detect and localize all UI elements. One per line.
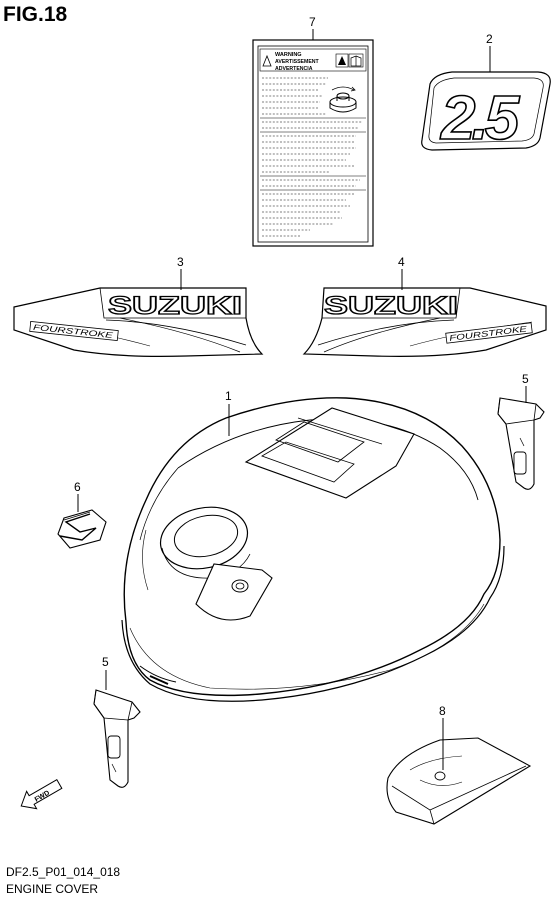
- callout-5-bottom: 5: [102, 655, 109, 669]
- decal-brand-left: SUZUKI: [108, 292, 242, 320]
- emblem-s[interactable]: [57, 509, 107, 549]
- decal-model-number: 2.5: [440, 84, 521, 153]
- decal-suzuki-left[interactable]: SUZUKI FOURSTROKE: [13, 287, 264, 357]
- decal-2-5[interactable]: 2.5: [421, 71, 551, 154]
- hazard-pictogram-icon: [335, 53, 349, 68]
- figure-name: ENGINE COVER: [6, 882, 99, 896]
- warning-triangle-icon: [262, 54, 272, 67]
- callout-1: 1: [225, 389, 232, 403]
- callout-3: 3: [177, 255, 184, 269]
- decal-suzuki-right[interactable]: SUZUKI FOURSTROKE: [302, 287, 547, 357]
- callout-4: 4: [398, 255, 405, 269]
- callout-7: 7: [309, 15, 316, 29]
- manual-pictogram-icon: [348, 53, 364, 68]
- decal-brand-right: SUZUKI: [324, 292, 458, 320]
- engine-cover[interactable]: [121, 397, 505, 702]
- callout-6: 6: [74, 480, 81, 494]
- warning-label[interactable]: WARNING AVERTISSEMENT ADVERTENCIA: [252, 39, 374, 247]
- figure-code: DF2.5_P01_014_018: [6, 865, 121, 879]
- warning-text-lines: [262, 77, 362, 237]
- warning-heading-fr: AVERTISSEMENT: [275, 59, 320, 65]
- figure-title: FIG.18: [3, 3, 68, 26]
- fwd-arrow-icon: FWD: [20, 778, 63, 810]
- pad-right[interactable]: [386, 737, 532, 825]
- clip-bottom-left[interactable]: [93, 689, 141, 788]
- callout-8: 8: [439, 704, 446, 718]
- warning-section-dividers: [260, 117, 366, 191]
- warning-heading-es: ADVERTENCIA: [275, 66, 313, 72]
- callout-2: 2: [486, 32, 493, 46]
- warning-heading: WARNING: [275, 52, 302, 58]
- callout-5-top: 5: [522, 372, 529, 386]
- clip-top-right[interactable]: [497, 397, 545, 490]
- fuel-cap-icon: [329, 86, 357, 113]
